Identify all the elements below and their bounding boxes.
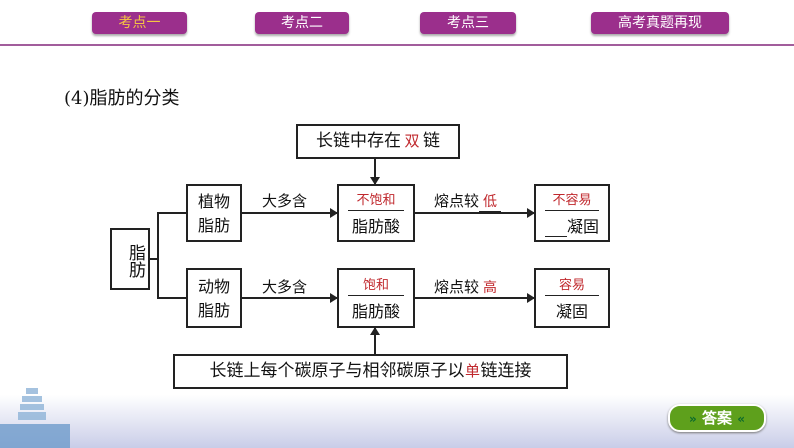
not-easy-solidify-box: 不容易 凝固 [534, 184, 610, 242]
single-bond-box: 长链上每个碳原子与相邻碳原子以单链连接 [173, 354, 568, 389]
melting-point-label: 熔点较高 [434, 276, 502, 298]
animal-fat-box: 动物脂肪 [186, 268, 242, 328]
tower-logo-icon [0, 388, 70, 448]
answer-label: 答案 [701, 409, 732, 427]
tab-exam-review[interactable]: 高考真题再现 [591, 12, 729, 34]
arrow-right [415, 208, 535, 218]
answer-low: 低 [479, 191, 502, 212]
double-bond-box: 长链中存在双链 [296, 124, 460, 159]
unsaturated-acid-box: 不饱和脂肪酸 [337, 184, 415, 242]
answer-unsaturated: 不饱和 [347, 189, 405, 211]
solidify-text: 凝固 [566, 217, 599, 236]
fatty-acid-label: 脂肪酸 [351, 217, 400, 236]
solidify-label: 凝固 [544, 211, 599, 237]
answer-single: 单 [464, 356, 481, 388]
contains-label: 大多含 [262, 278, 308, 296]
contains-label: 大多含 [262, 192, 308, 210]
answer-not-easy: 不容易 [544, 189, 600, 211]
melt-prefix: 熔点较 [434, 278, 480, 296]
easy-solidify-box: 容易凝固 [534, 268, 610, 328]
arrow-right [242, 208, 338, 218]
saturated-acid-box: 饱和脂肪酸 [337, 268, 415, 328]
solidify-label: 凝固 [555, 302, 588, 321]
bracket [150, 258, 159, 260]
fatty-acid-label: 脂肪酸 [351, 302, 400, 321]
answer-high: 高 [479, 277, 502, 298]
arrow-down [370, 159, 380, 185]
answer-saturated: 饱和 [347, 274, 405, 296]
answer-button[interactable]: » 答案 « [668, 404, 766, 432]
bottom-suffix: 链连接 [480, 361, 532, 381]
arrow-right [242, 293, 338, 303]
bracket [157, 212, 186, 214]
answer-easy: 容易 [544, 274, 600, 296]
tab-kaodian-3[interactable]: 考点三 [420, 12, 516, 34]
arrow-right [415, 293, 535, 303]
top-prefix: 长链中存在 [316, 131, 401, 151]
bottom-prefix: 长链上每个碳原子与相邻碳原子以 [209, 361, 465, 381]
bracket [157, 297, 186, 299]
tab-kaodian-1[interactable]: 考点一 [92, 12, 187, 34]
top-suffix: 链 [423, 131, 440, 151]
arrow-up [370, 327, 380, 354]
footer-decoration [0, 395, 794, 448]
tab-kaodian-2[interactable]: 考点二 [255, 12, 349, 34]
plant-fat-box: 植物脂肪 [186, 184, 242, 242]
chevron-left-icon: « [737, 412, 745, 426]
chevron-right-icon: » [688, 412, 697, 426]
section-title: (4)脂肪的分类 [64, 88, 180, 109]
melting-point-label: 熔点较低 [434, 190, 502, 212]
header-divider [0, 44, 794, 46]
answer-double: 双 [401, 126, 423, 158]
melt-prefix: 熔点较 [434, 192, 480, 210]
bracket [157, 212, 159, 299]
fat-root-box: 脂肪 [110, 228, 150, 290]
